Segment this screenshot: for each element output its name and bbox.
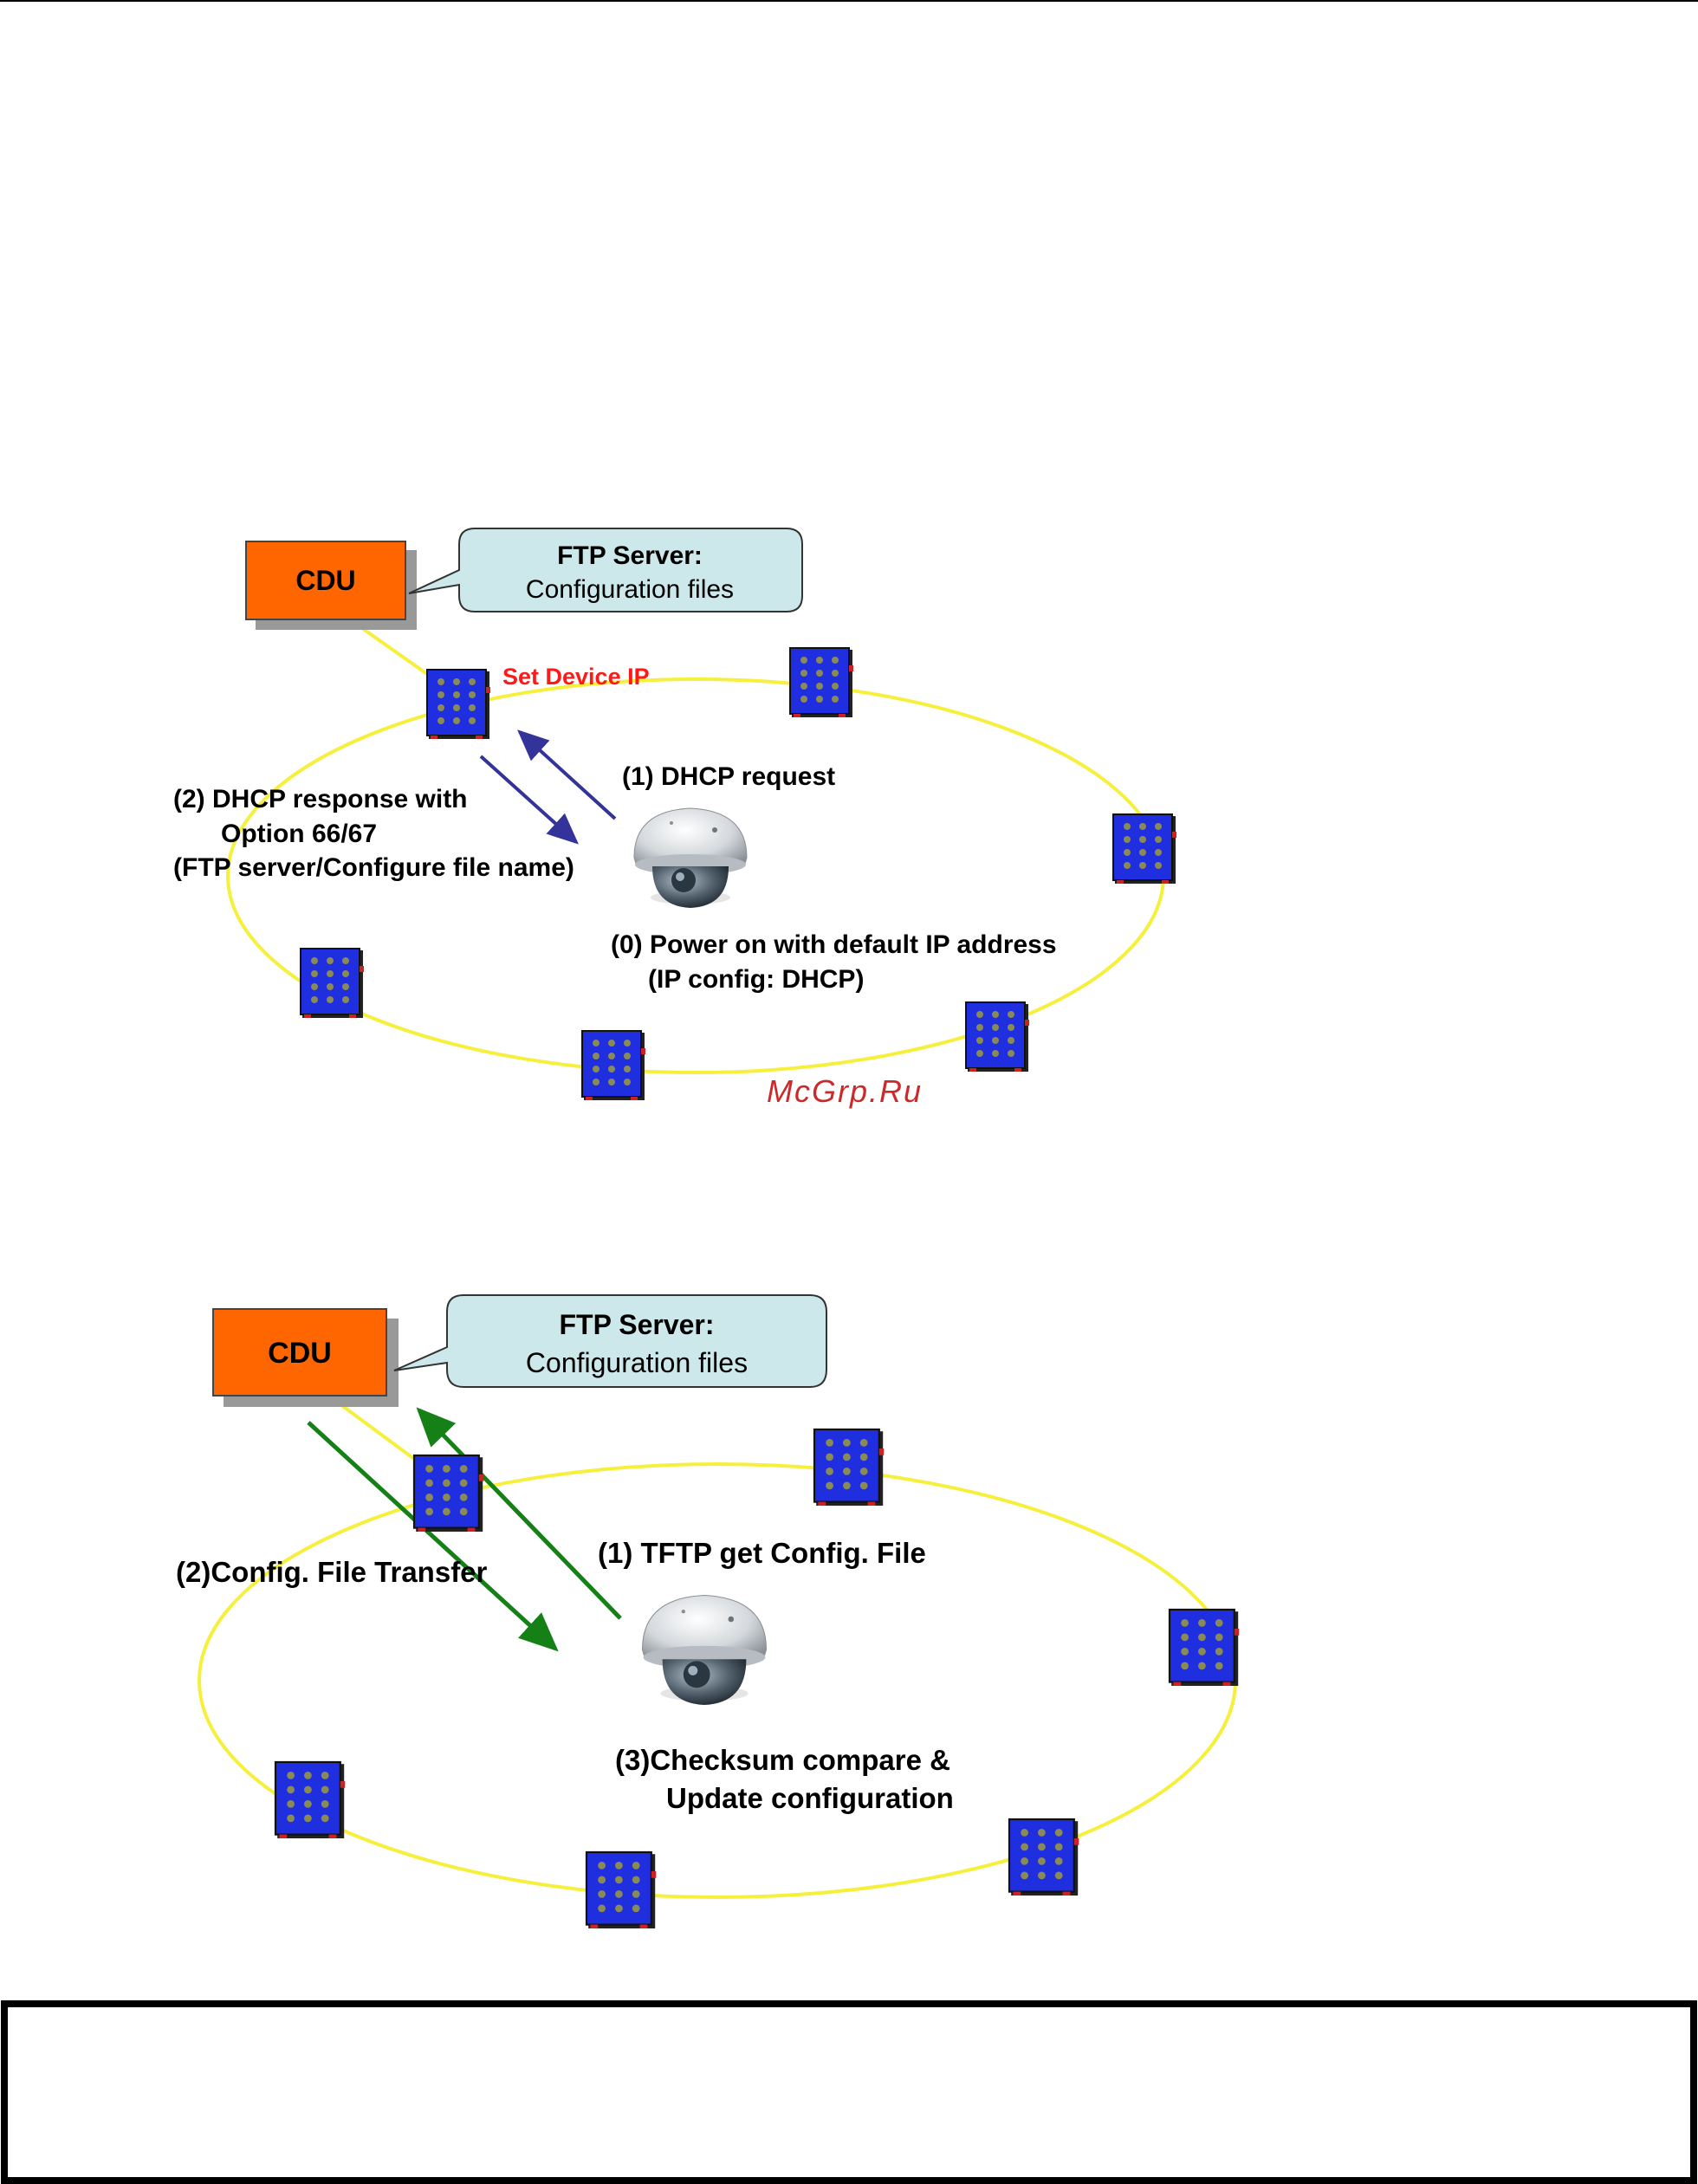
ftp-server-callout: FTP Server: Configuration files bbox=[393, 1294, 827, 1388]
cdu-node: CDU bbox=[245, 541, 417, 630]
set-device-ip-label: Set Device IP bbox=[502, 664, 650, 690]
switch-icon bbox=[789, 647, 854, 718]
dhcp-response-line3: (FTP server/Configure file name) bbox=[173, 853, 574, 882]
power-on-line1: (0) Power on with default IP address bbox=[611, 930, 1057, 959]
dome-camera-icon bbox=[641, 1594, 768, 1706]
cdu-box bbox=[245, 541, 406, 620]
watermark: McGrp.Ru bbox=[767, 1073, 923, 1109]
switch-icon bbox=[965, 1001, 1030, 1073]
switch-icon bbox=[426, 669, 491, 740]
switch-icon bbox=[274, 1760, 347, 1840]
diagram-1: CDU FTP Server: Configuration files Set … bbox=[173, 528, 1177, 1109]
tftp-get-label: (1) TFTP get Config. File bbox=[598, 1537, 926, 1569]
switch-icon bbox=[1112, 813, 1177, 885]
dhcp-request-label: (1) DHCP request bbox=[622, 762, 835, 791]
callout-subtitle: Configuration files bbox=[526, 575, 734, 604]
checksum-line1: (3)Checksum compare & bbox=[615, 1744, 950, 1776]
switch-icon bbox=[813, 1428, 885, 1507]
dhcp-response-line1: (2) DHCP response with bbox=[173, 785, 468, 813]
config-transfer-arrow bbox=[307, 1421, 559, 1652]
cdu-box bbox=[212, 1308, 387, 1397]
callout-shape bbox=[408, 528, 803, 612]
cdu-node: CDU bbox=[212, 1308, 399, 1407]
dhcp-request-arrow bbox=[517, 729, 617, 820]
callout-title: FTP Server: bbox=[559, 1309, 714, 1340]
switch-icon bbox=[581, 1030, 646, 1101]
switch-icon bbox=[585, 1850, 658, 1930]
footer-box bbox=[1, 2000, 1697, 2184]
ftp-server-callout: FTP Server: Configuration files bbox=[408, 528, 803, 612]
dhcp-response-line2: Option 66/67 bbox=[221, 820, 377, 848]
callout-title: FTP Server: bbox=[557, 541, 703, 570]
tftp-get-arrow bbox=[416, 1407, 622, 1620]
config-transfer-label: (2)Config. File Transfer bbox=[176, 1556, 488, 1588]
switch-icon bbox=[1168, 1608, 1241, 1688]
power-on-line2: (IP config: DHCP) bbox=[648, 965, 864, 994]
switch-icon bbox=[412, 1454, 485, 1533]
cdu-label: CDU bbox=[295, 565, 355, 596]
cdu-label: CDU bbox=[268, 1337, 332, 1370]
dome-camera-icon bbox=[633, 807, 748, 909]
diagram-2: CDU FTP Server: Configuration files (1) … bbox=[176, 1294, 1241, 1930]
switch-icon bbox=[300, 948, 365, 1019]
callout-subtitle: Configuration files bbox=[526, 1347, 748, 1378]
checksum-line2: Update configuration bbox=[666, 1782, 954, 1814]
switch-icon bbox=[1008, 1818, 1080, 1897]
callout-shape bbox=[393, 1294, 827, 1388]
dhcp-response-arrow bbox=[479, 755, 579, 845]
